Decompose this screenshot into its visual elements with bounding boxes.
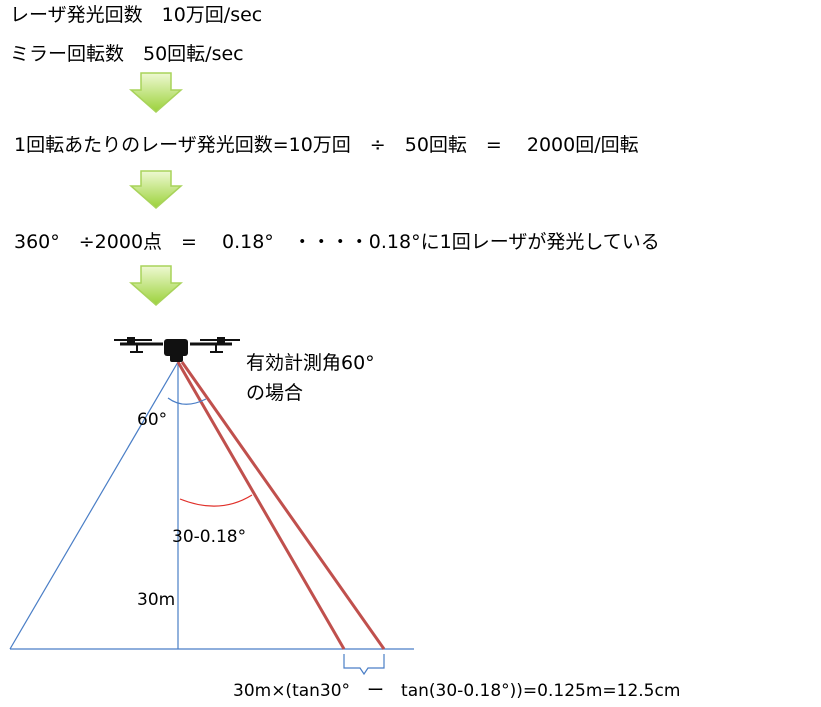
- fov-left-edge: [9, 361, 179, 650]
- down-arrow-icon: [129, 170, 183, 209]
- down-arrow-icon: [129, 72, 183, 113]
- angle-60-arc: [167, 397, 207, 405]
- drone-icon: [114, 337, 240, 362]
- fov-label-line2: の場合: [246, 382, 304, 404]
- angle-step-arc: [179, 494, 253, 507]
- down-arrow-icon: [129, 265, 183, 306]
- laser-rate-text: レーザ発光回数 10万回/sec: [10, 4, 263, 26]
- angle-60-label: 60°: [137, 410, 168, 430]
- height-label: 30m: [137, 590, 176, 610]
- fov-label-line1: 有効計測角60°: [246, 352, 375, 374]
- mirror-rate-text: ミラー回転数 50回転/sec: [10, 43, 244, 65]
- per-rotation-calc-text: 1回転あたりのレーザ発光回数=10万回 ÷ 50回転 = 2000回/回転: [14, 134, 639, 156]
- angle-step-calc-text: 360° ÷2000点 = 0.18° ・・・・0.18°に1回レーザが発光して…: [14, 231, 660, 253]
- laser-beam-inner: [176, 361, 346, 650]
- spacing-formula: 30m×(tan30° ー tan(30-0.18°))=0.125m=12.5…: [233, 681, 681, 701]
- angle-step-label: 30-0.18°: [172, 527, 247, 547]
- spacing-bracket: [343, 654, 385, 676]
- laser-beam-outer: [180, 361, 386, 650]
